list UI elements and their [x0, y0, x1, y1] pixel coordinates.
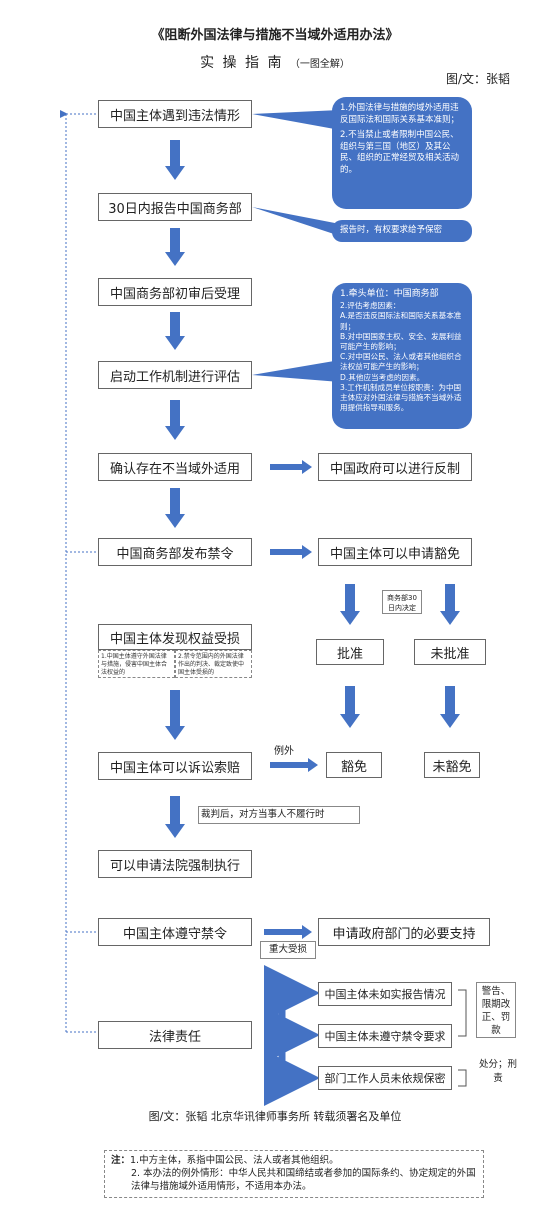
box-exemption-apply: 中国主体可以申请豁免: [318, 538, 472, 566]
arrow-down-7: [165, 690, 185, 740]
step-prohibition: 中国商务部发布禁令: [98, 538, 252, 566]
notes-label: 注：: [111, 1155, 131, 1166]
note-2: 2. 本办法的例外情形：中华人民共和国缔结或者参加的国际条约、协定规定的外国法律…: [131, 1168, 476, 1192]
step-report: 30日内报告中国商务部: [98, 193, 252, 221]
author-credit: 图/文：张韬: [445, 72, 510, 86]
step-comply: 中国主体遵守禁令: [98, 918, 252, 946]
step-damage: 中国主体发现权益受损: [98, 624, 252, 650]
subtitle-main: 实 操 指 南: [200, 55, 284, 71]
step-violation: 中国主体遇到违法情形: [98, 100, 252, 128]
arrow-down-2: [165, 228, 185, 266]
penalty-sanction: 处分；刑责: [478, 1059, 517, 1084]
bubble-tail-mechanism: [252, 360, 340, 382]
arrow-down-1: [165, 140, 185, 180]
box-not-approved: 未批准: [414, 639, 486, 665]
step-liability: 法律责任: [98, 1021, 252, 1049]
label-major-loss: 重大受损: [260, 941, 316, 959]
criteria-2: 2.不当禁止或者限制中国公民、组织与第三国（地区）及其公民、组织的正常经贸及相关…: [340, 130, 460, 175]
step-accept: 中国商务部初审后受理: [98, 278, 252, 306]
arrow-down-3: [165, 312, 185, 350]
damage-note-2: 2.禁令范围内的外国法律作出的判决、裁定致使中国主体受损的: [175, 650, 252, 678]
arrow-right-exception: [270, 758, 318, 772]
box-not-exempt: 未豁免: [424, 752, 480, 778]
bubble-mechanism: 1.牵头单位：中国商务部 2.评估考虑因素： A.是否违反国际法和国际关系基本准…: [332, 283, 472, 429]
arrow-right-exemption: [270, 545, 312, 559]
step-lawsuit: 中国主体可以诉讼索赔: [98, 752, 252, 780]
penalty-warning: 警告、限期改正、罚款: [476, 982, 516, 1038]
mechanism-3: 3.工作机制成员单位按职责：为中国主体应对外国法律与措施不当域外适用提供指导和服…: [340, 382, 462, 413]
note-1: 1.中方主体，系指中国公民、法人或者其他组织。: [130, 1155, 339, 1166]
subtitle-small: （一图全解）: [289, 59, 350, 70]
mechanism-a: A.是否违反国际法和国际关系基本准则；: [340, 311, 462, 331]
label-mofcom-30: 商务部30日内决定: [382, 590, 422, 614]
arrow-right-support: [264, 925, 312, 939]
diagram-title: 《阻断外国法律与措施不当域外适用办法》: [151, 28, 399, 43]
box-approved: 批准: [316, 639, 384, 665]
notes-box: 注：1.中方主体，系指中国公民、法人或者其他组织。 2. 本办法的例外情形：中华…: [104, 1150, 484, 1198]
mechanism-1: 1.牵头单位：中国商务部: [340, 289, 439, 299]
footer-credit: 图/文：张韬 北京华讯律师事务所 转载须署名及单位: [148, 1110, 402, 1123]
arrow-down-4: [165, 400, 185, 440]
mechanism-d: D.其他应当考虑的因素。: [340, 372, 425, 382]
bubble-tail-confidential: [252, 207, 340, 236]
bubble-criteria: 1.外国法律与措施的域外适用违反国际法和国际关系基本准则； 2.不当禁止或者限制…: [332, 97, 472, 209]
mechanism-c: C.对中国公民、法人或者其他组织合法权益可能产生的影响；: [340, 352, 462, 372]
mechanism-2: 2.评估考虑因素：: [340, 301, 401, 311]
damage-note-1: 1.中国主体遵守外国法律与措施，侵害中国主体合法权益的: [98, 650, 175, 678]
arrow-down-not-exempt: [440, 686, 460, 728]
liability-confidential: 部门工作人员未依规保密: [318, 1066, 452, 1090]
box-countermeasure: 中国政府可以进行反制: [318, 453, 472, 481]
arrow-down-exempt: [340, 686, 360, 728]
arrow-down-5: [165, 488, 185, 528]
arrow-right-countermeasure: [270, 460, 312, 474]
label-after-judgment: 裁判后，对方当事人不履行时: [198, 806, 360, 824]
liability-report: 中国主体未如实报告情况: [318, 982, 452, 1006]
label-exception: 例外: [274, 746, 294, 757]
box-support: 申请政府部门的必要支持: [318, 918, 490, 946]
diagram-subtitle: 实 操 指 南 （一图全解）: [0, 52, 550, 72]
arrow-down-approved: [340, 584, 360, 625]
step-evaluate: 启动工作机制进行评估: [98, 361, 252, 389]
liability-prohibition: 中国主体未遵守禁令要求: [318, 1024, 452, 1048]
mechanism-b: B.对中国国家主权、安全、发展利益可能产生的影响；: [340, 331, 462, 352]
criteria-1: 1.外国法律与措施的域外适用违反国际法和国际关系基本准则；: [340, 103, 460, 125]
arrow-down-not-approved: [440, 584, 460, 625]
arrow-down-8: [165, 796, 185, 838]
bubble-confidential: 报告时，有权要求给予保密: [332, 220, 472, 242]
bubble-tail-criteria: [252, 110, 340, 130]
step-enforce: 可以申请法院强制执行: [98, 850, 252, 878]
step-confirm: 确认存在不当域外适用: [98, 453, 252, 481]
box-exempt: 豁免: [326, 752, 382, 778]
